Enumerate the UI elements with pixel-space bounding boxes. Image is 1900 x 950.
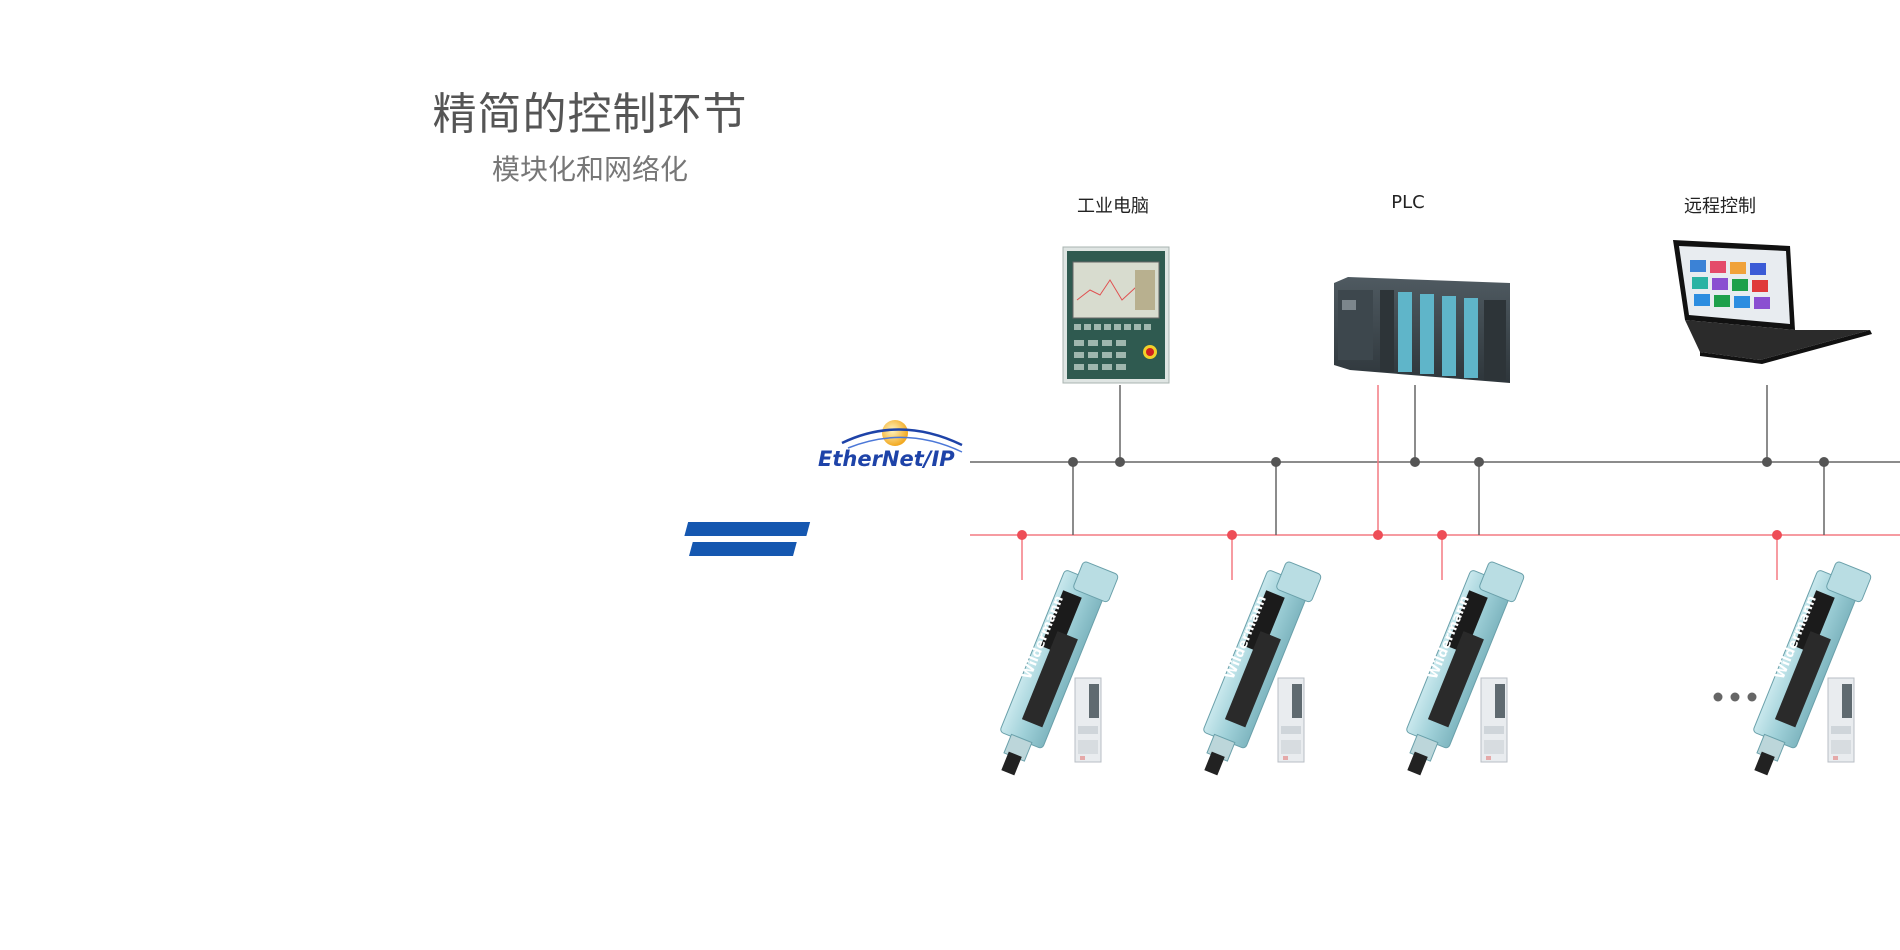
label-remote-control: 远程控制 [1684,196,1756,217]
profibus-label-top: PROFI [830,523,916,537]
ethernet-ip-logo: EtherNet/IP [818,420,963,471]
plc-image [1334,277,1510,383]
laptop-image [1673,240,1872,364]
page-title: 精简的控制环节 [432,89,748,140]
more-ellipsis-icon [1713,692,1757,702]
ethernet-ip-label: EtherNet/IP [818,447,955,471]
drive-4 [1827,677,1855,763]
profibus-label-bottom: BUS [855,543,910,557]
drive-1 [1074,677,1102,763]
profibus-logo: PROFI BUS [684,522,916,557]
label-plc: PLC [1391,192,1425,213]
drive-3 [1480,677,1508,763]
label-industrial-pc: 工业电脑 [1077,196,1149,217]
industrial-pc-image [1062,246,1170,384]
page-subtitle: 模块化和网络化 [491,153,688,186]
drive-2 [1277,677,1305,763]
